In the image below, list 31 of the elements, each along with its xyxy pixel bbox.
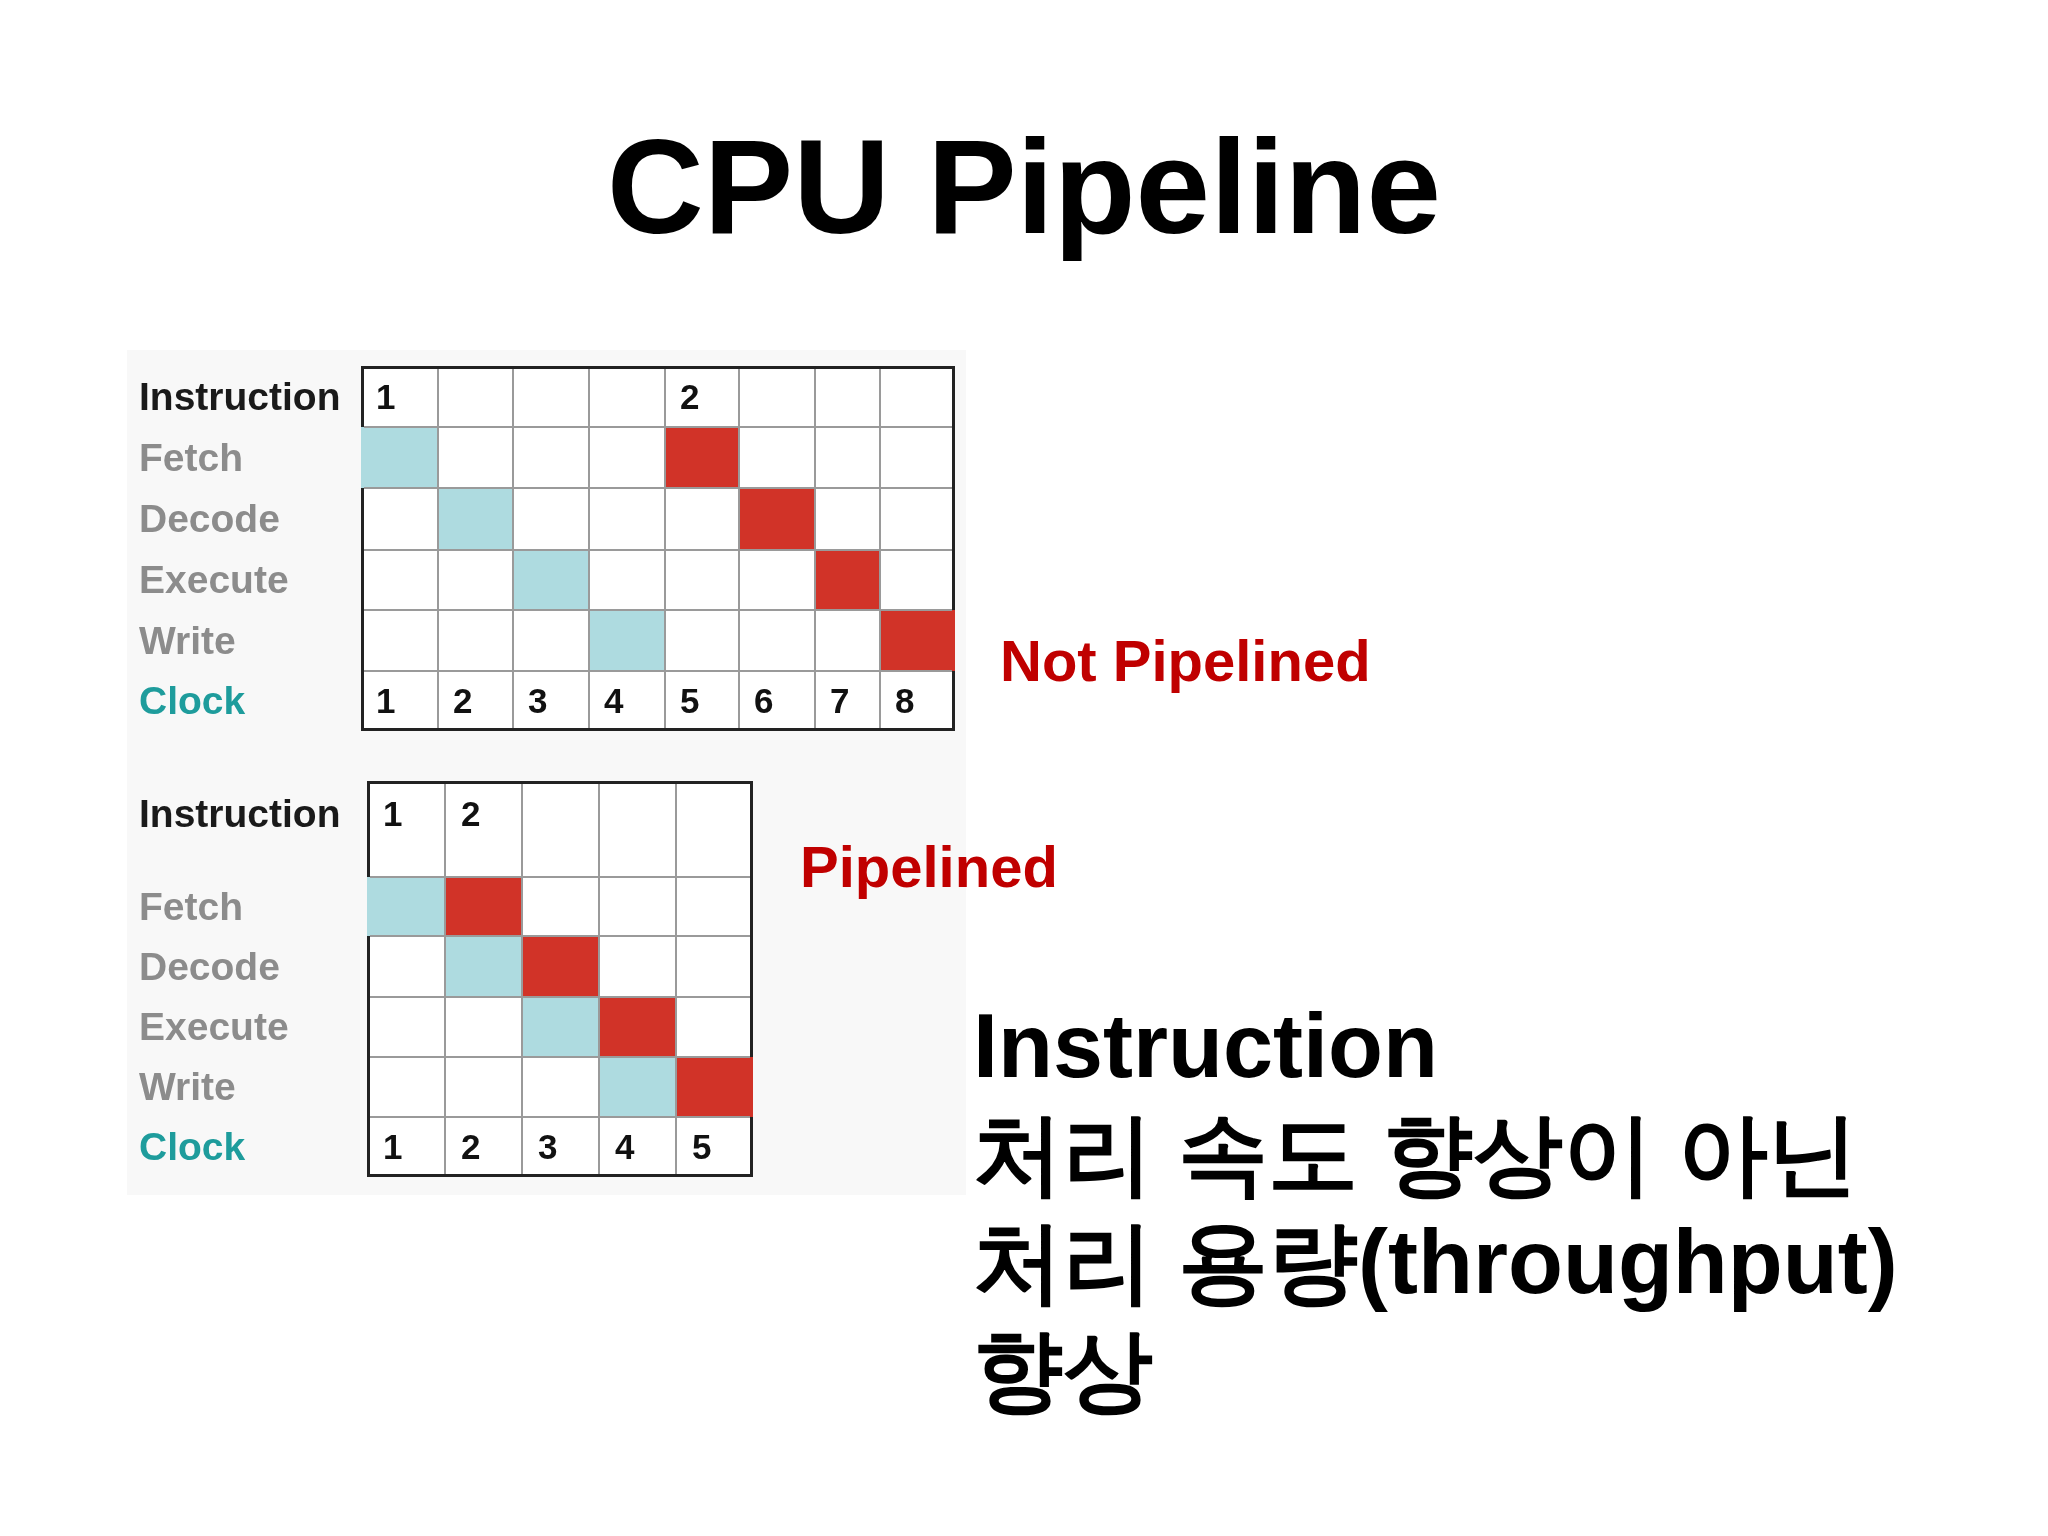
stage-label: Fetch xyxy=(139,435,243,481)
stage-label: Fetch xyxy=(139,884,243,930)
row-header: Instruction xyxy=(139,374,341,420)
note-text: Instruction 처리 속도 향상이 아닌 처리 용량(throughput) 향상 xyxy=(973,995,1898,1422)
instruction-number: 1 xyxy=(383,793,403,835)
instruction-number: 2 xyxy=(461,793,481,835)
clock-cycle-number: 8 xyxy=(895,680,915,722)
clock-cycle-number: 4 xyxy=(604,680,624,722)
stage-label: Execute xyxy=(139,557,289,603)
clock-cycle-number: 7 xyxy=(830,680,850,722)
clock-cycle-number: 3 xyxy=(538,1126,558,1168)
clock-cycle-number: 2 xyxy=(453,680,473,722)
clock-cycle-number: 1 xyxy=(376,680,396,722)
slide-title: CPU Pipeline xyxy=(607,111,1441,263)
stage-label: Write xyxy=(139,618,236,664)
clock-cycle-number: 3 xyxy=(528,680,548,722)
clock-cycle-number: 1 xyxy=(383,1126,403,1168)
stage-label: Execute xyxy=(139,1004,289,1050)
stage-label: Decode xyxy=(139,496,280,542)
clock-cycle-number: 4 xyxy=(615,1126,635,1168)
instruction-number: 2 xyxy=(680,376,700,418)
clock-label: Clock xyxy=(139,1124,246,1170)
clock-cycle-number: 6 xyxy=(754,680,774,722)
row-header: Instruction xyxy=(139,791,341,837)
stage-label: Decode xyxy=(139,944,280,990)
clock-cycle-number: 5 xyxy=(692,1126,712,1168)
instruction-number: 1 xyxy=(376,376,396,418)
clock-cycle-number: 5 xyxy=(680,680,700,722)
stage-label: Write xyxy=(139,1064,236,1110)
clock-label: Clock xyxy=(139,678,246,724)
clock-cycle-number: 2 xyxy=(461,1126,481,1168)
